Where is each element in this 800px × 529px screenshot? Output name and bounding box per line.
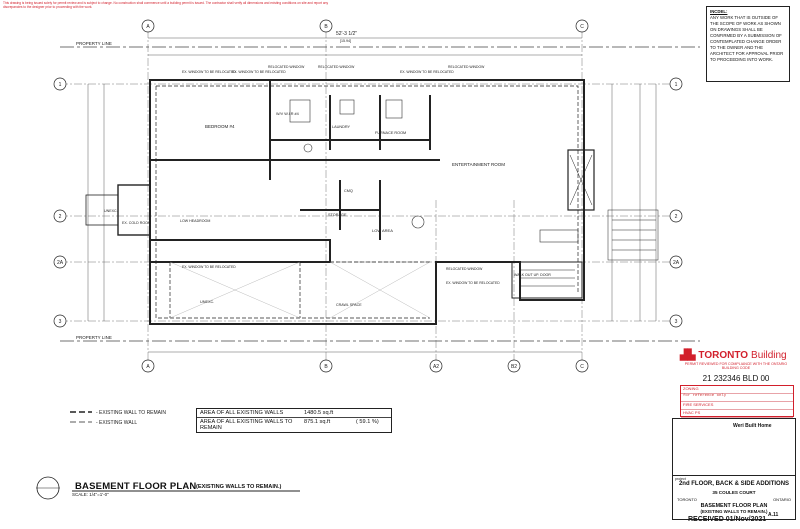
legend-text: - EXISTING WALL TO REMAIN - EXISTING WAL…	[96, 410, 166, 426]
window-note-8: RELOCATED WINDOW	[446, 267, 483, 271]
room-cold: EX. COLD ROOM	[122, 221, 151, 225]
scope-note-box: INCDEL: ANY WORK THAT IS OUTSIDE OF THE …	[706, 6, 790, 82]
grid-bubble-labels: A B C A B A2 B2 C 1 2 2A 3 1 2 2A 3	[57, 24, 680, 370]
review-row: ZONING	[681, 386, 793, 394]
disclaimer-text: This drawing is being issued solely for …	[3, 1, 329, 9]
area-row2-value: 875.1 sq.ft	[304, 419, 331, 425]
overall-dimension-metric: [15.94]	[340, 39, 351, 43]
grid-right-3: 3	[675, 319, 678, 325]
project-name: 2nd FLOOR, BACK & SIDE ADDITIONS	[678, 481, 790, 487]
walkout-stair	[511, 261, 583, 299]
window-note-3: RELOCATED WINDOW	[268, 65, 305, 69]
drawing-subtitle: (EXISTING WALLS TO REMAIN.)	[196, 484, 282, 490]
stair-right	[567, 149, 659, 261]
sheet-number: A.11	[768, 512, 779, 518]
property-line-top: PROPERTY LINE	[76, 41, 112, 46]
dimension-lines	[87, 37, 657, 353]
room-laundry: LAUNDRY	[332, 125, 351, 129]
legend-remain: - EXISTING WALL TO REMAIN	[96, 410, 166, 416]
legend-swatches	[70, 411, 92, 423]
room-wir: W/V W.I.R #4	[276, 112, 299, 116]
grid-bubbles	[53, 19, 683, 373]
grid-top-b: B	[324, 24, 328, 30]
drawing-title: BASEMENT FLOOR PLAN	[75, 481, 197, 492]
room-furnace: FURNACE ROOM	[375, 131, 406, 135]
grid-bottom-b2: B2	[511, 364, 517, 370]
note-text: ANY WORK THAT IS OUTSIDE OF THE SCOPE OF…	[710, 15, 784, 62]
grid-left-3: 3	[59, 319, 62, 325]
city-left: TORONTO	[677, 497, 697, 502]
window-well	[85, 194, 119, 226]
city-right: ONTARIO	[773, 497, 791, 502]
area-row2-pct: ( 59.1 %)	[356, 419, 379, 425]
grid-right-2a: 2A	[673, 260, 680, 266]
crawl-space: CRAWL SPACE	[336, 303, 362, 307]
area-row2-label: AREA OF ALL EXISTING WALLS TO REMAIN	[200, 419, 293, 431]
window-note-4: RELOCATED WINDOW	[318, 65, 355, 69]
received-stamp: RECEIVED 01/Nov/2021	[688, 516, 767, 523]
room-low-headroom: LOW HEADROOM	[180, 219, 210, 223]
unexc-well: UNEXC.	[104, 209, 118, 213]
grid-left-2a: 2A	[57, 260, 64, 266]
project-label: project	[675, 477, 686, 481]
overall-dimension: 52'-3 1/2"	[336, 31, 357, 37]
property-line-bottom: PROPERTY LINE	[76, 335, 112, 340]
grid-left-2: 2	[59, 214, 62, 220]
tb-drawing-title: BASEMENT FLOOR PLAN	[700, 503, 768, 509]
window-notes: EX. WINDOW TO BE RELOCATED EX. WINDOW TO…	[182, 65, 500, 285]
stamp-brand-b: Building	[751, 350, 787, 361]
room-cmq: CMQ	[344, 189, 353, 193]
review-box: ZONING for reference only FIRE SERVICES …	[680, 385, 794, 418]
walls-removed	[155, 85, 579, 319]
firm-name: Weri Built Home	[733, 423, 772, 429]
review-row: for reference only	[681, 394, 793, 402]
area-row1-value: 1480.5 sq.ft	[304, 410, 334, 416]
city-stamp: ▟▙ TORONTO Building PERMIT REVIEWED FOR …	[680, 350, 792, 383]
grid-right-2: 2	[675, 214, 678, 220]
room-entertainment: ENTERTAINMENT ROOM	[452, 162, 505, 167]
grid-top-a: A	[146, 24, 150, 30]
drawing-scale: SCALE: 1/4"=1'-0"	[72, 492, 109, 497]
legend-existing: - EXISTING WALL	[96, 420, 137, 426]
toronto-logo-icon: ▟▙	[680, 350, 696, 361]
stamp-permit-number: 21 232346 BLD 00	[702, 374, 770, 383]
toronto-logo: ▟▙ TORONTO Building	[680, 350, 792, 361]
room-low-area: LOW AREA	[372, 228, 393, 233]
fixtures	[289, 99, 579, 243]
note-heading: INCDEL:	[710, 9, 728, 14]
grid-left-1: 1	[59, 82, 62, 88]
window-note-6: RELOCATED WINDOW	[448, 65, 485, 69]
window-note-9: EX. WINDOW TO BE RELOCATED	[446, 281, 500, 285]
walkout-door: WALK OUT UP. DOOR	[514, 273, 551, 277]
grid-bottom-a2: A2	[433, 364, 439, 370]
hatch	[169, 261, 431, 319]
window-note-5: EX. WINDOW TO BE RELOCATED	[400, 70, 454, 74]
area-row1-label: AREA OF ALL EXISTING WALLS	[200, 410, 284, 416]
room-bedroom: BEDROOM #4	[205, 124, 235, 129]
title-block: Weri Built Home project 2nd FLOOR, BACK …	[672, 418, 796, 520]
stamp-permit-text: PERMIT REVIEWED FOR COMPLIANCE WITH THE …	[684, 362, 788, 370]
window-note-2: EX. WINDOW TO BE RELOCATED	[232, 70, 286, 74]
review-row: HVAC PS	[681, 410, 793, 418]
tb-drawing-sub: (EXISTING WALLS TO REMAIN.)	[700, 509, 768, 514]
window-note-7: EX. WINDOW TO BE RELOCATED	[182, 265, 236, 269]
grid-bottom-c: C	[580, 364, 584, 370]
window-note-1: EX. WINDOW TO BE RELOCATED	[182, 70, 236, 74]
grid-bottom-a: A	[146, 364, 150, 370]
grid-bottom-b: B	[324, 364, 328, 370]
room-storage: STORAGE	[328, 213, 347, 217]
review-row: FIRE SERVICES	[681, 402, 793, 410]
stamp-brand-a: TORONTO	[698, 350, 749, 361]
grid-top-c: C	[580, 24, 584, 30]
unexc-left: UNEXC.	[200, 300, 214, 304]
project-address: 35 COULES COURT	[712, 490, 756, 495]
cold-room-walls	[117, 184, 151, 236]
area-table: AREA OF ALL EXISTING WALLS 1480.5 sq.ft …	[196, 408, 392, 433]
existing-walls	[149, 79, 585, 325]
grid-right-1: 1	[675, 82, 678, 88]
property-lines	[60, 46, 700, 342]
